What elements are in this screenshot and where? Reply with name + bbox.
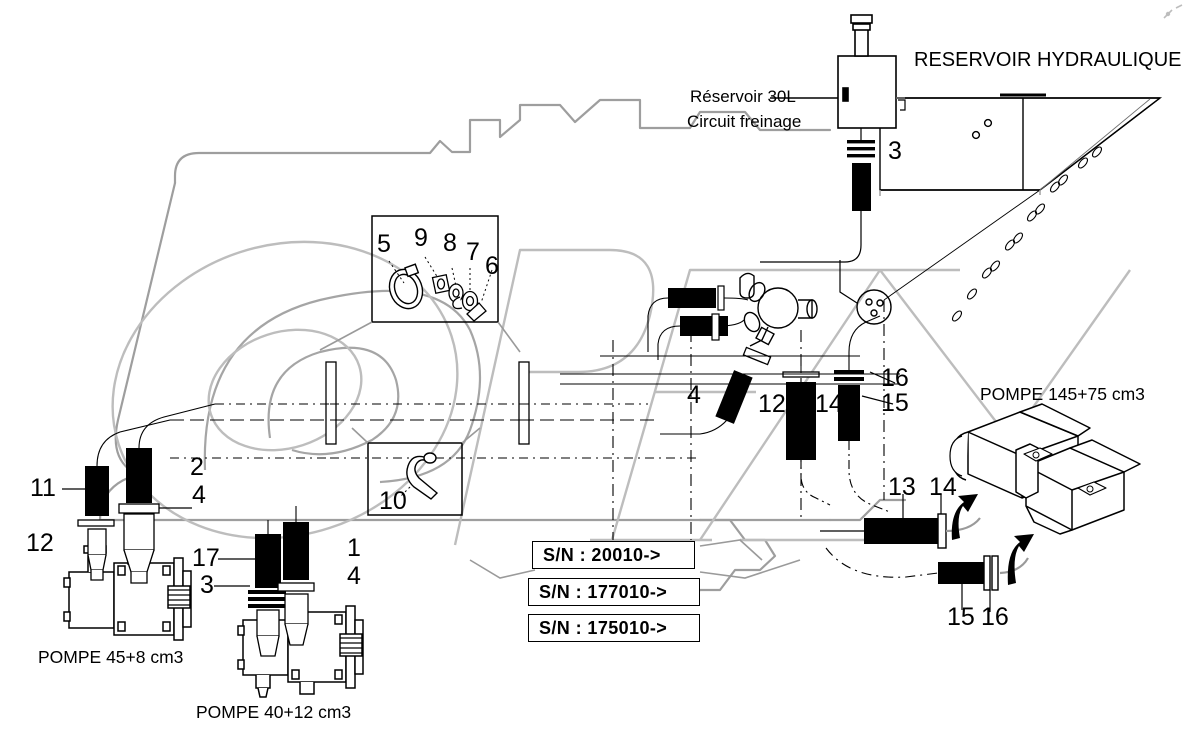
- callout-15: 15: [881, 389, 909, 417]
- callout-10: 10: [379, 487, 407, 515]
- callout-14-right: 14: [929, 473, 957, 501]
- callout-leaders: [861, 371, 991, 612]
- inset-hose-clip: [351, 427, 481, 516]
- hydraulic-lines: [170, 300, 900, 540]
- callout-3-left: 3: [200, 571, 214, 599]
- hose-3-assembly: [760, 128, 875, 263]
- callout-14-mid: 14: [815, 390, 843, 418]
- callout-11: 11: [30, 474, 56, 502]
- callout-4-left: 4: [192, 481, 206, 509]
- hose-13-assembly: [820, 494, 981, 549]
- column-11: [62, 419, 171, 581]
- callout-4-lower: 4: [347, 562, 361, 590]
- reservoir-hydraulique-title: RESERVOIR HYDRAULIQUE: [914, 49, 1182, 71]
- callout-16-bottom: 16: [981, 603, 1009, 631]
- callout-2: 2: [190, 453, 204, 481]
- callout-12-left: 12: [26, 529, 54, 557]
- callout-15-bottom: 15: [947, 603, 975, 631]
- hydraulic-tank: [879, 93, 1163, 322]
- center-distributor: [739, 272, 818, 347]
- deck-brackets: [325, 361, 530, 445]
- corner-mark: [1163, 4, 1183, 19]
- callout-1: 1: [347, 534, 361, 562]
- hose-12: [782, 355, 831, 506]
- sn-leaders: [469, 539, 801, 579]
- hose-15-assembly: [825, 534, 1034, 591]
- callout-17: 17: [192, 544, 220, 572]
- serial-box-1[interactable]: S/N : 20010->: [532, 541, 695, 569]
- callout-8: 8: [443, 229, 457, 257]
- callout-3-top: 3: [888, 137, 902, 165]
- callout-7: 7: [466, 238, 480, 266]
- callout-12-mid: 12: [758, 390, 786, 418]
- column-17-3: [214, 520, 286, 657]
- pump-145-75: [949, 403, 1141, 535]
- column-1-4: [277, 506, 315, 646]
- pompe-145-75-label: POMPE 145+75 cm3: [980, 384, 1145, 404]
- serial-box-2[interactable]: S/N : 177010->: [528, 578, 700, 606]
- hose-14-stack: [834, 315, 891, 513]
- hose-pair-center: [647, 285, 749, 360]
- callout-16: 16: [881, 364, 909, 392]
- callout-6: 6: [485, 252, 499, 280]
- brake-reservoir-30l: [770, 14, 906, 129]
- callout-4-mid: 4: [687, 381, 701, 409]
- inset-fasteners: [319, 215, 521, 353]
- pompe-45-8-label: POMPE 45+8 cm3: [38, 647, 184, 667]
- pompe-40-12-label: POMPE 40+12 cm3: [196, 702, 352, 722]
- hose-4-mid: [660, 346, 772, 435]
- callout-13: 13: [888, 473, 916, 501]
- serial-box-3[interactable]: S/N : 175010->: [528, 614, 700, 642]
- callout-9: 9: [414, 224, 428, 252]
- reservoir-30l-label: Réservoir 30L: [690, 87, 796, 106]
- tank-port: [839, 260, 892, 325]
- circuit-freinage-label: Circuit freinage: [687, 112, 802, 131]
- callout-5: 5: [377, 230, 391, 258]
- column-2-4: [118, 403, 216, 584]
